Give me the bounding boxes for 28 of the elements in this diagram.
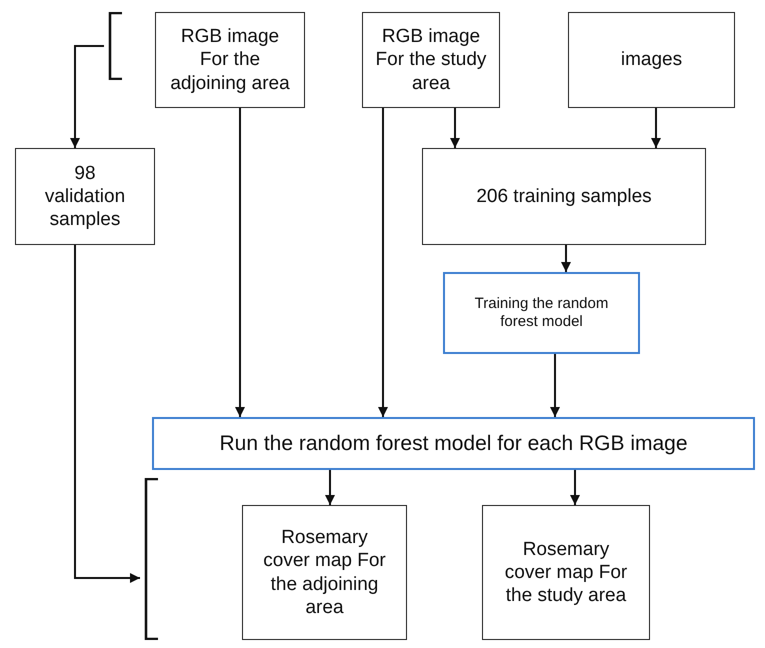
process-box (242, 505, 407, 640)
arrow (70, 45, 104, 148)
arrow (561, 245, 571, 272)
arrow (378, 108, 388, 417)
process-box (155, 12, 305, 108)
process-box (443, 272, 640, 354)
node-text: Rosemary cover map For the adjoining area (262, 526, 387, 619)
arrow (74, 245, 140, 583)
node-text: Run the random forest model for each RGB image (219, 430, 688, 456)
node-text: images (620, 48, 682, 72)
node-text: Rosemary cover map For the study area (504, 538, 628, 608)
node-text: RGB image For the study area (374, 25, 488, 95)
node-text: 98 validation samples (44, 162, 126, 232)
node-text: Training the random forest model (474, 294, 610, 332)
arrow (570, 470, 580, 505)
process-box (152, 417, 755, 470)
arrow (235, 108, 245, 417)
process-box (482, 505, 650, 640)
process-box (15, 148, 155, 245)
process-box (362, 12, 500, 108)
arrow (450, 108, 460, 148)
arrow (651, 108, 661, 148)
node-text: RGB image For the adjoining area (170, 25, 290, 95)
process-box (568, 12, 735, 108)
node-text: 206 training samples (476, 184, 652, 208)
arrow (550, 354, 560, 417)
arrow (325, 470, 335, 505)
process-box (422, 148, 706, 245)
